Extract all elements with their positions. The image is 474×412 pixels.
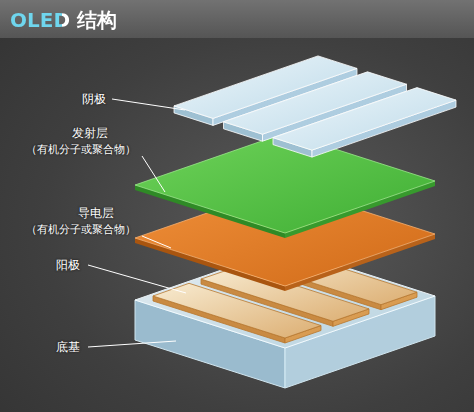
cathode-strips — [174, 56, 456, 157]
layer-label: 阴极 — [82, 92, 106, 106]
layer-label: 导电层 — [78, 206, 114, 220]
layer-label: 发射层 — [72, 126, 108, 140]
layer-label: （有机分子或聚合物） — [26, 223, 136, 237]
diagram-title: OLED 结构 — [10, 7, 117, 34]
layer-label: 阳极 — [56, 258, 80, 272]
emissive-layer — [135, 133, 435, 238]
layer-label: （有机分子或聚合物） — [26, 143, 136, 157]
layer-label: 底基 — [56, 340, 80, 354]
